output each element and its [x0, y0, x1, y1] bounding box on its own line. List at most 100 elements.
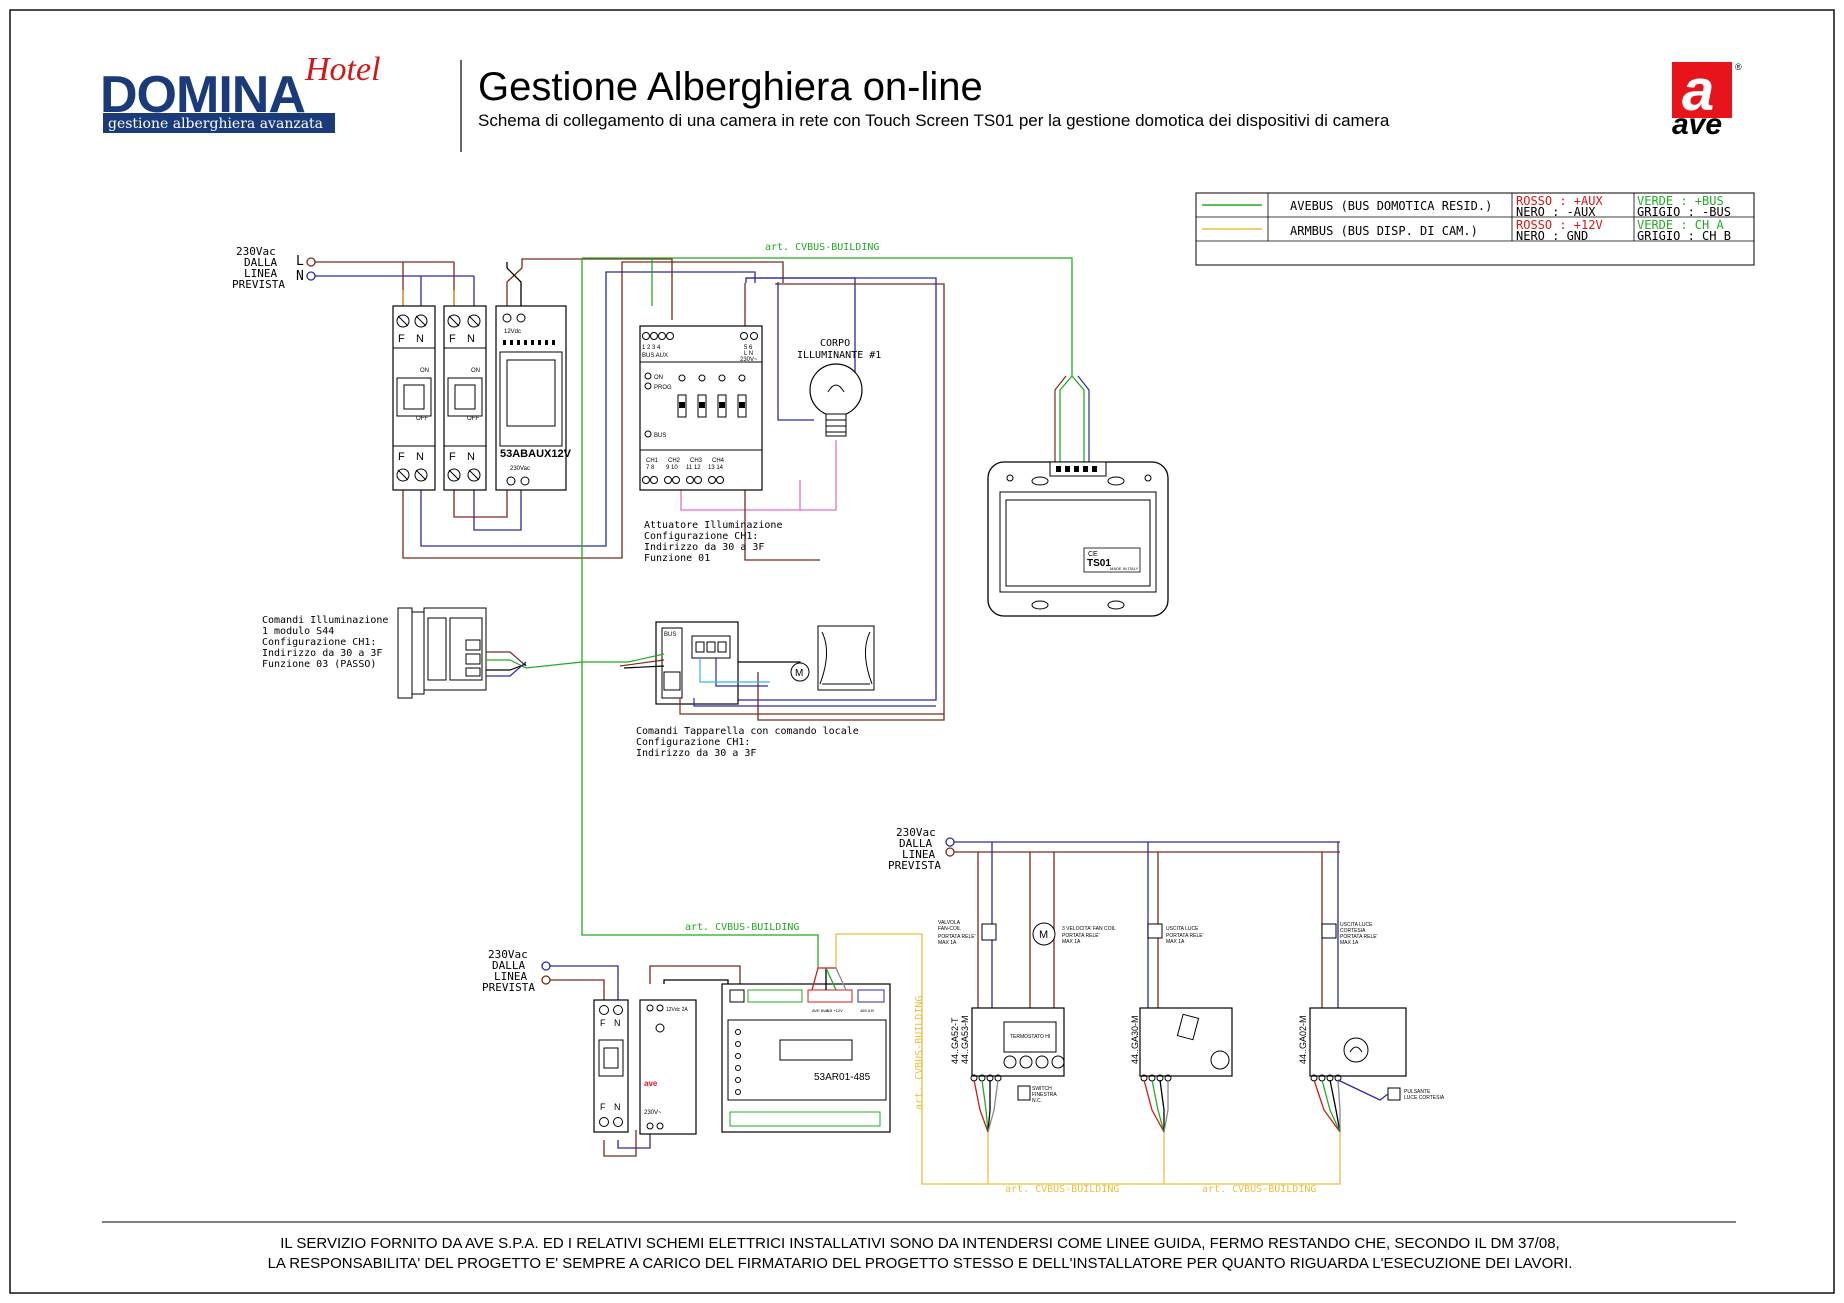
lamp-label-2: ILLUMINANTE #1	[797, 350, 881, 361]
light-command-caption-2: 1 modulo S44	[262, 626, 334, 637]
courtesy-module: 44..GA02-M PULSANTE LUCE CORTESIA	[1298, 1007, 1445, 1101]
window-switch-label-1: SWITCH	[1032, 1086, 1052, 1092]
lamp: CORPO ILLUMINANTE #1	[797, 338, 881, 437]
supply-top-line-3: LINEA	[244, 267, 277, 280]
actuator-230: 230V~	[740, 357, 758, 363]
armbus-label-bottom-2: art. CVBUS-BUILDING	[1202, 1184, 1316, 1195]
lamp-icon	[809, 363, 863, 417]
light-output-1-label-1: USCITA LUCE	[1166, 926, 1199, 932]
light-command-wires	[486, 651, 583, 677]
legend-armbus-grey: GRIGIO : CH B	[1637, 229, 1731, 243]
window-switch-icon	[1017, 1085, 1031, 1101]
shutter-bus: BUS	[664, 632, 676, 638]
breaker-1-F: F	[398, 333, 405, 345]
breaker-2-N-bottom: N	[467, 451, 475, 463]
light-command-caption-5: Funzione 03 (PASSO)	[262, 659, 376, 670]
valve-output: VALVOLA FAN-COIL PORTATA RELE' MAX 1A	[938, 920, 997, 946]
actuator-top-right: 5 6	[744, 345, 753, 351]
actuator-bus-aux: BUS AUX	[642, 353, 668, 359]
armbus-wiring	[835, 933, 1389, 1185]
courtesy-button-icon	[1387, 1087, 1401, 1101]
controller-top-b: A B +12V	[826, 1008, 843, 1013]
shutter-caption: Comandi Tapparella con comando locale Co…	[636, 726, 859, 759]
light-output-1-label-2: PORTATA RELE'	[1166, 933, 1204, 939]
legend-avebus-green: VERDE : +BUS	[1637, 194, 1724, 208]
supply-top-line-2: DALLA	[244, 256, 277, 269]
light-command-caption-1: Comandi Illuminazione	[262, 615, 388, 626]
light-output-2-label-3: PORTATA RELE'	[1340, 934, 1378, 940]
avebus-cable-label: art. CVBUS-BUILDING	[765, 242, 879, 253]
supply-top-line-4: PREVISTA	[232, 278, 285, 291]
card-reader-module: 44..GA30-M	[1130, 1007, 1233, 1082]
supply-right-2: DALLA	[899, 837, 932, 850]
reader-model: 44..GA30-M	[1130, 1015, 1140, 1064]
courtesy-button-label-1: PULSANTE	[1404, 1089, 1431, 1095]
armbus-psu-in: 230V~	[644, 1110, 662, 1116]
light-output-2-label-2: CORTESIA	[1340, 928, 1366, 934]
light-output-2: USCITA LUCE CORTESIA PORTATA RELE' MAX 1…	[1321, 922, 1378, 946]
supply-bottom: 230Vac DALLA LINEA PREVISTA	[482, 948, 551, 994]
actuator-caption-2: Configurazione CH1:	[644, 531, 758, 542]
terminal-N	[306, 271, 316, 281]
valve-label-1: VALVOLA	[938, 920, 961, 926]
actuator-top-left: 1 2 3 4	[642, 345, 661, 351]
fan-label-3: MAX 1A	[1062, 939, 1081, 945]
actuator-ch2: CH2	[668, 458, 681, 464]
shutter-motor: M	[790, 625, 875, 691]
footer-line-1: IL SERVIZIO FORNITO DA AVE S.P.A. ED I R…	[280, 1235, 1559, 1252]
valve-label-2: FAN-COIL	[938, 926, 961, 932]
shutter-caption-3: Indirizzo da 30 a 3F	[636, 748, 756, 759]
light-output-2-label-1: USCITA LUCE	[1340, 922, 1373, 928]
avebus-label-lower: art. CVBUS-BUILDING	[685, 922, 799, 933]
logo-script: Hotel	[304, 51, 381, 88]
armbus-label-bottom-1: art. CVBUS-BUILDING	[1005, 1184, 1119, 1195]
logo-tagline: gestione alberghiera avanzata	[108, 116, 323, 132]
armbus-psu: 12Vdc 2A ave 230V~	[639, 999, 697, 1135]
valve-label-4: MAX 1A	[938, 940, 957, 946]
supply-right-3: LINEA	[902, 848, 935, 861]
shutter-command: BUS	[655, 621, 739, 705]
actuator-t4: 13 14	[708, 465, 724, 471]
ave-logo: a ave ®	[1672, 58, 1742, 141]
ts01-ce: CE	[1088, 551, 1098, 558]
lighting-actuator: 1 2 3 4 BUS AUX 5 6 L N 230V~ ON PROG BU…	[639, 325, 763, 491]
actuator-ch1: CH1	[646, 458, 659, 464]
breaker-1-N-bottom: N	[416, 451, 424, 463]
breaker-2-F-bottom: F	[449, 451, 456, 463]
ave-logo-word: ave	[1672, 108, 1722, 141]
courtesy-button-label-2: LUCE CORTESIA	[1404, 1095, 1445, 1101]
page-title: Gestione Alberghiera on-line	[478, 65, 983, 109]
legend-avebus-name: AVEBUS (BUS DOMOTICA RESID.)	[1290, 199, 1492, 213]
ave-registered: ®	[1735, 62, 1742, 72]
window-switch-label-3: N.C.	[1032, 1098, 1042, 1104]
light-output-1-icon	[1147, 923, 1163, 939]
breaker-1: F N ON OFF F N	[392, 305, 436, 491]
breaker-3-N-bottom: N	[614, 1102, 621, 1112]
supply-right-1: 230Vac	[896, 826, 936, 839]
ts01-model: TS01	[1087, 558, 1111, 569]
legend-armbus-red: ROSSO : +12V	[1516, 218, 1603, 232]
light-command-caption: Comandi Illuminazione 1 modulo S44 Confi…	[262, 615, 388, 670]
legend-avebus-red: ROSSO : +AUX	[1516, 194, 1603, 208]
legend-armbus-green: VERDE : CH A	[1637, 218, 1724, 232]
ts01-touchscreen: CE TS01 MADE IN ITALY	[987, 461, 1169, 617]
supply-right-4: PREVISTA	[888, 859, 941, 872]
supply-bottom-2: DALLA	[492, 959, 525, 972]
breaker-3-F: F	[600, 1018, 606, 1028]
shutter-wires	[619, 653, 944, 715]
supply-bottom-4: PREVISTA	[482, 981, 535, 994]
actuator-ch4: CH4	[712, 458, 725, 464]
controller-model: 53AR01-485	[814, 1072, 871, 1083]
breaker-1-on: ON	[420, 368, 429, 374]
psu-53abaux12v: 12Vdc 53ABAUX12V 230Vac	[495, 305, 572, 491]
thermostat-module: 44..GA52-T 44..GA53-M TERMOSTATO HI SWIT…	[950, 1007, 1065, 1104]
actuator-ch3: CH3	[690, 458, 703, 464]
breaker-2: F N ON OFF F N	[443, 305, 487, 491]
actuator-caption-3: Indirizzo da 30 a 3F	[644, 542, 764, 553]
actuator-ln: L N	[744, 351, 753, 357]
controller-53ar01: AVE BUS A B +12V 485 A B 53AR01-485	[721, 983, 891, 1133]
light-command-caption-3: Configurazione CH1:	[262, 637, 376, 648]
ts01-bus-wires	[1054, 375, 1090, 462]
ave-logo-box	[1672, 62, 1732, 118]
